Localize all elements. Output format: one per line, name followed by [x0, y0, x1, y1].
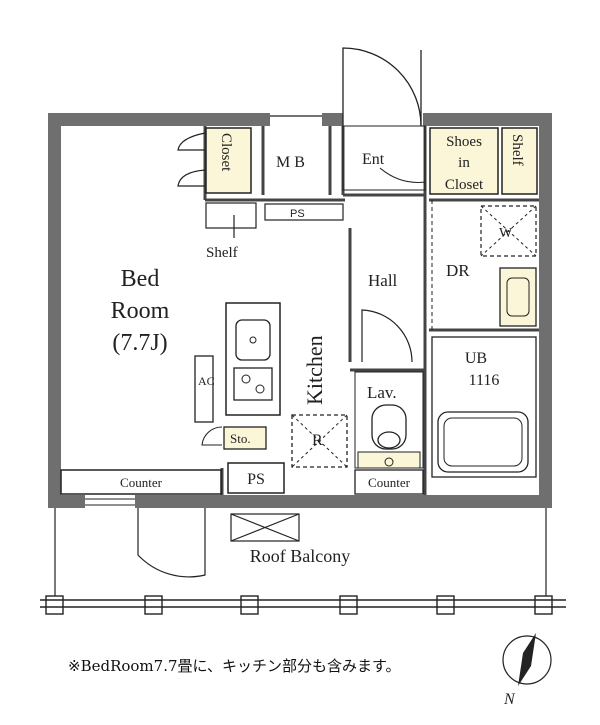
dr-label: DR: [446, 261, 470, 280]
bedroom-closet: [205, 127, 252, 194]
entrance-opening: [343, 110, 423, 128]
counter-right: [354, 469, 424, 495]
entrance-door-icon: [342, 47, 422, 127]
washer-space: [480, 205, 537, 257]
outer-walls: [48, 113, 552, 508]
w-label: W: [499, 226, 513, 241]
bedroom-label-2: Room: [111, 298, 170, 324]
balcony: [54, 508, 547, 596]
shelf-label: Shelf: [206, 245, 238, 261]
balcony-label: Roof Balcony: [250, 546, 351, 566]
ac-unit: [194, 355, 214, 423]
counter-left: [60, 469, 222, 495]
dr-shelf: [499, 267, 537, 327]
counter-left-label: Counter: [120, 475, 163, 490]
footer-note: ※BedRoom7.7畳に、キッチン部分も含みます。: [68, 657, 401, 675]
kitchen-label: Kitchen: [302, 335, 327, 405]
unit-bath: [431, 336, 537, 478]
mb-opening: [270, 110, 322, 128]
bathtub-icon: [437, 411, 529, 473]
shoes-label-2: in: [458, 155, 470, 171]
ac-label: AC: [198, 374, 215, 388]
stove-icon: [233, 367, 273, 401]
ps-top-box: [264, 203, 344, 221]
entrance-area: [342, 125, 426, 191]
refrigerator-space: [291, 414, 348, 468]
ps-bottom-label: PS: [247, 471, 265, 488]
shoes-label-1: Shoes: [446, 134, 482, 150]
hall-door-icon: [361, 309, 413, 363]
closet-doors-icon: [177, 132, 206, 187]
closet-label: Closet: [218, 133, 234, 172]
toilet-icon: [371, 404, 407, 450]
storage: [223, 426, 267, 450]
ps-bottom-box: [227, 462, 285, 494]
r-label: R: [312, 432, 323, 449]
sink-icon: [235, 319, 271, 361]
ent-label: Ent: [362, 151, 385, 168]
ent-step-line: [379, 167, 426, 183]
sto-label: Sto.: [230, 431, 251, 446]
window-opening: [85, 494, 135, 510]
lav-label: Lav.: [367, 383, 397, 402]
compass-icon: [502, 633, 552, 686]
hall-label: Hall: [368, 271, 398, 290]
ub-label: UB: [465, 350, 487, 367]
shoes-label-3: Closet: [445, 177, 484, 193]
balcony-railing: [40, 595, 566, 615]
ub-size: 1116: [469, 372, 500, 389]
compass-label: N: [503, 691, 516, 708]
shelf-box: [205, 202, 257, 229]
tall-shelf: [501, 127, 538, 195]
counter-right-label: Counter: [368, 475, 411, 490]
mb-label: M B: [276, 154, 305, 171]
bedroom-label: Bed: [121, 266, 160, 292]
ps-top-label: PS: [290, 208, 305, 220]
kitchen-counter: [225, 302, 281, 416]
shoes-closet: [429, 127, 499, 195]
shelf-tall-label: Shelf: [509, 134, 525, 166]
bedroom-size: (7.7J): [112, 330, 167, 356]
